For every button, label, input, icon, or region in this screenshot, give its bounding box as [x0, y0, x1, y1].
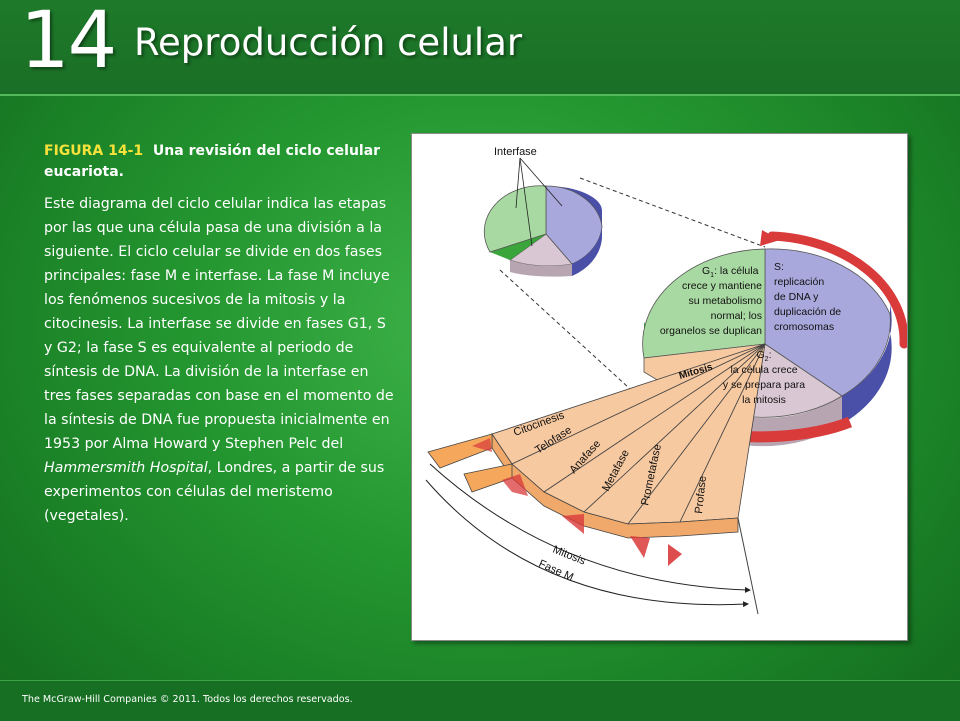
interfase-pointer	[515, 157, 521, 209]
chapter-number: 14	[20, 0, 117, 86]
s-label: S: replicación de DNA y duplicación de c…	[774, 261, 841, 333]
body-text-italic: Hammersmith Hospital	[44, 460, 208, 476]
s-line: S:	[774, 261, 784, 273]
dashed-connector	[579, 177, 766, 248]
mitosis-arc	[429, 463, 751, 593]
arrowhead	[760, 230, 780, 246]
body-paragraph: Este diagrama del ciclo celular indica l…	[44, 192, 394, 528]
s-line: de DNA y	[774, 291, 819, 303]
dashed-connector	[499, 269, 653, 410]
g2-title: G2:	[757, 349, 772, 363]
small-interfase-pie	[483, 185, 603, 277]
g1-line: crece y mantiene	[682, 280, 762, 292]
g1-line: organelos se duplican	[660, 325, 762, 337]
g1-line: normal; los	[711, 310, 762, 322]
g1-label: G1: la célula crece y mantiene su metabo…	[660, 265, 762, 337]
fase-m-arc	[425, 479, 749, 608]
cell-cycle-figure: Interfase	[411, 133, 908, 641]
slide-title: Reproducción celular	[134, 21, 523, 64]
g2-line: la célula crece	[730, 364, 797, 376]
copyright-text: The McGraw-Hill Companies © 2011. Todos …	[22, 694, 353, 705]
figure-number: FIGURA 14-1	[44, 143, 144, 159]
s-line: duplicación de	[774, 306, 841, 318]
fan-edge	[737, 517, 759, 615]
g1-line: su metabolismo	[688, 295, 762, 307]
g2-line: la mitosis	[742, 394, 786, 406]
text-block: FIGURA 14-1 Una revisión del ciclo celul…	[44, 141, 394, 528]
s-line: cromosomas	[774, 321, 834, 333]
figure-caption: FIGURA 14-1 Una revisión del ciclo celul…	[44, 141, 394, 183]
header-bar: 14 Reproducción celular	[0, 0, 960, 96]
g2-line: y se prepara para	[723, 379, 805, 391]
g1-slice	[642, 248, 766, 359]
mitosis-fan	[427, 343, 766, 539]
cycle-arrow-top	[767, 231, 907, 349]
g1-title: G1: la célula	[702, 265, 759, 279]
phase-label-profase: Profase	[693, 475, 709, 514]
figure-title: Una revisión del ciclo celular eucariota…	[44, 143, 381, 180]
body-text-part2: , Londres, a partir de sus experimentos …	[44, 460, 385, 524]
interfase-label: Interfase	[494, 146, 537, 158]
s-line: replicación	[774, 276, 824, 288]
g2-label: G2: la célula crece y se prepara para la…	[723, 349, 805, 406]
mitosis-progress-arrows	[472, 438, 682, 566]
interfase-pointer	[519, 157, 563, 207]
body-text-part1: Este diagrama del ciclo celular indica l…	[44, 196, 394, 452]
s-slice	[764, 248, 891, 397]
cell-cycle-diagram: Interfase	[425, 146, 907, 615]
interfase-pointer	[519, 157, 533, 247]
footer-bar: The McGraw-Hill Companies © 2011. Todos …	[0, 680, 960, 721]
s-side	[842, 304, 892, 424]
